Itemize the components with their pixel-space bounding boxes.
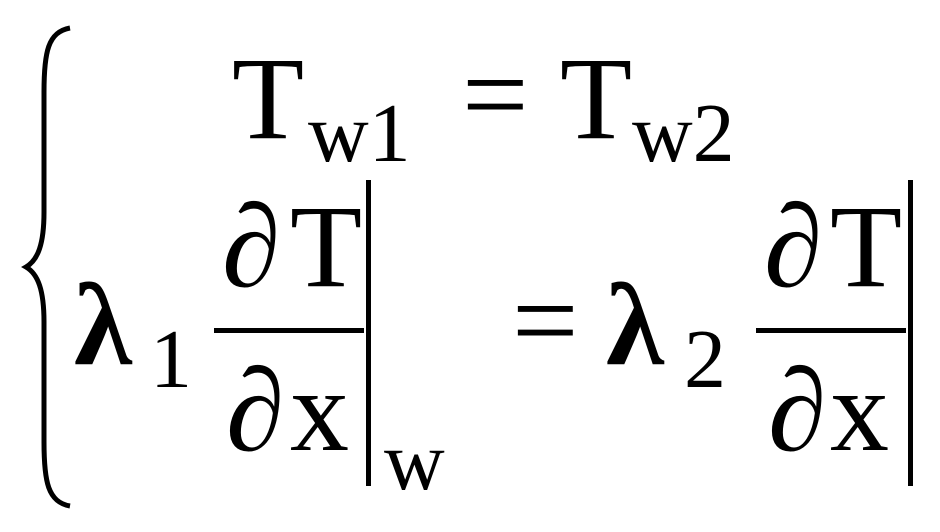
row2-rhs-fraction-bar bbox=[756, 328, 906, 333]
row2-rhs-numerator-var: T bbox=[830, 181, 903, 312]
row1-lhs-subscript: w1 bbox=[308, 87, 411, 180]
row2-lhs-coef-subscript: 1 bbox=[150, 313, 192, 406]
row1-rhs-symbol: T bbox=[560, 33, 633, 164]
row2-lhs-coef: λ bbox=[74, 259, 132, 390]
row2-eval-subscript: w bbox=[384, 415, 445, 508]
row1-lhs-symbol: T bbox=[232, 33, 305, 164]
row2-rhs-eval-bar bbox=[908, 180, 913, 486]
row1-equals: = bbox=[462, 29, 529, 160]
row1-rhs-subscript: w2 bbox=[632, 87, 735, 180]
left-brace bbox=[21, 25, 71, 509]
row2-lhs-eval-bar bbox=[366, 180, 371, 486]
row2-lhs-denominator-partial: ∂ bbox=[226, 345, 285, 476]
row2-rhs-denominator-var: x bbox=[830, 345, 889, 476]
row2-lhs-denominator-var: x bbox=[290, 345, 349, 476]
row2-equals: = bbox=[512, 255, 579, 386]
row2-lhs-numerator-partial: ∂ bbox=[222, 181, 281, 312]
row2-rhs-denominator-partial: ∂ bbox=[768, 345, 827, 476]
row2-rhs-numerator-partial: ∂ bbox=[764, 181, 823, 312]
row2-rhs-coef-subscript: 2 bbox=[684, 313, 726, 406]
row2-rhs-coef: λ bbox=[606, 259, 664, 390]
row2-lhs-numerator-var: T bbox=[290, 181, 363, 312]
row2-lhs-fraction-bar bbox=[214, 328, 364, 333]
